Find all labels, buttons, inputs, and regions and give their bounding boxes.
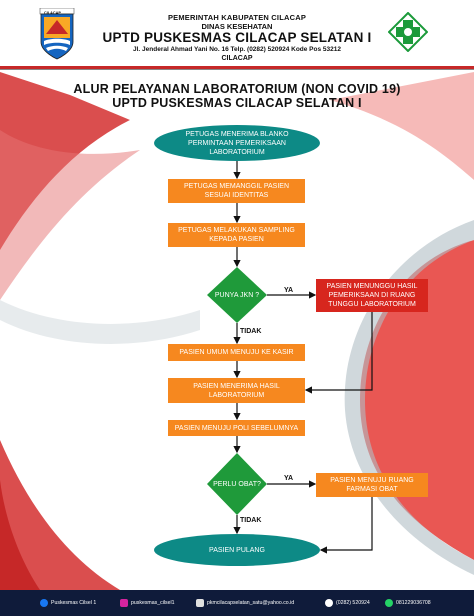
footer-facebook-text: Puskesmas Cilsel 1 [51, 600, 97, 606]
footer-whatsapp-text: 081229036708 [396, 600, 431, 606]
step-cashier-label: PASIEN UMUM MENUJU KE KASIR [179, 349, 294, 356]
footer-email-text: pkmcilacapselatan_satu@yahoo.co.id [207, 600, 295, 606]
step-call-patient [168, 179, 305, 203]
header-rule-thin [0, 69, 474, 70]
step-cashier [168, 344, 305, 361]
phone-icon [325, 599, 333, 607]
step-sampling [168, 223, 305, 247]
header-government: PEMERINTAH KABUPATEN CILACAP [167, 13, 307, 22]
header-rule [0, 66, 474, 69]
step-sampling-label: PETUGAS MELAKUKAN SAMPLING KEPADA PASIEN [178, 227, 295, 243]
footer-instagram-text: puskesmas_cilsel1 [131, 600, 175, 606]
footer-bar: Puskesmas Cilsel 1 puskesmas_cilsel1 pkm… [0, 590, 474, 616]
header-institution: UPTD PUSKESMAS CILACAP SELATAN I [102, 30, 372, 45]
step-pharmacy-label: PASIEN MENUJU RUANG FARMASI OBAT [330, 477, 414, 493]
decision-jkn-label: PUNYA JKN ? [214, 291, 260, 299]
letterhead: CILACAP PEMERINTAH KABUPATEN CILACAP DIN… [0, 0, 474, 72]
jkn-no-label: TIDAK [240, 328, 262, 335]
decision-jkn [207, 267, 267, 323]
arrow-wait-to-receive [304, 312, 373, 394]
diagram-subtitle: UPTD PUSKESMAS CILACAP SELATAN I [112, 96, 362, 110]
footer-facebook[interactable]: Puskesmas Cilsel 1 [40, 598, 96, 608]
start-node [154, 125, 320, 161]
header-city: CILACAP [221, 55, 253, 62]
diagram-title: ALUR PELAYANAN LABORATORIUM (NON COVID 1… [73, 82, 401, 96]
cilacap-regency-logo [39, 8, 75, 60]
header-address: Jl. Jenderal Ahmad Yani No. 16 Telp. (02… [133, 46, 341, 53]
step-wait-result-label: PASIEN MENUNGGU HASIL PEMERIKSAAN DI RUA… [326, 283, 418, 308]
step-previous-poli [168, 420, 305, 436]
footer-instagram[interactable]: puskesmas_cilsel1 [120, 598, 175, 608]
step-receive-result [168, 378, 305, 403]
medicine-yes-label: YA [284, 475, 294, 482]
footer-phone-text: (0282) 520924 [336, 600, 370, 606]
start-node-label: PETUGAS MENERIMA BLANKO PERMINTAAN PEMER… [185, 130, 289, 156]
decision-medicine-label: PERLU OBAT? [213, 480, 261, 488]
facebook-icon [40, 599, 48, 607]
step-wait-result [316, 279, 428, 312]
logo-left-caption: CILACAP [44, 11, 61, 15]
step-receive-result-label: PASIEN MENERIMA HASIL LABORATORIUM [193, 382, 280, 399]
puskesmas-cross-logo [388, 12, 428, 52]
header-department: DINAS KESEHATAN [201, 22, 273, 31]
arrow-pharmacy-to-end [319, 497, 373, 554]
footer-whatsapp[interactable]: 081229036708 [385, 598, 431, 608]
step-call-patient-label: PETUGAS MEMANGGIL PASIEN SESUAI IDENTITA… [183, 183, 290, 199]
step-pharmacy [316, 473, 428, 497]
email-icon [196, 599, 204, 607]
footer-phone[interactable]: (0282) 520924 [325, 598, 370, 608]
decision-medicine [207, 453, 267, 515]
end-node-label: PASIEN PULANG [209, 546, 265, 554]
end-node [154, 534, 320, 566]
whatsapp-icon [385, 599, 393, 607]
footer-email[interactable]: pkmcilacapselatan_satu@yahoo.co.id [196, 598, 294, 608]
jkn-yes-label: YA [284, 287, 294, 294]
step-previous-poli-label: PASIEN MENUJU POLI SEBELUMNYA [174, 424, 299, 432]
medicine-no-label: TIDAK [240, 517, 262, 524]
instagram-icon [120, 599, 128, 607]
